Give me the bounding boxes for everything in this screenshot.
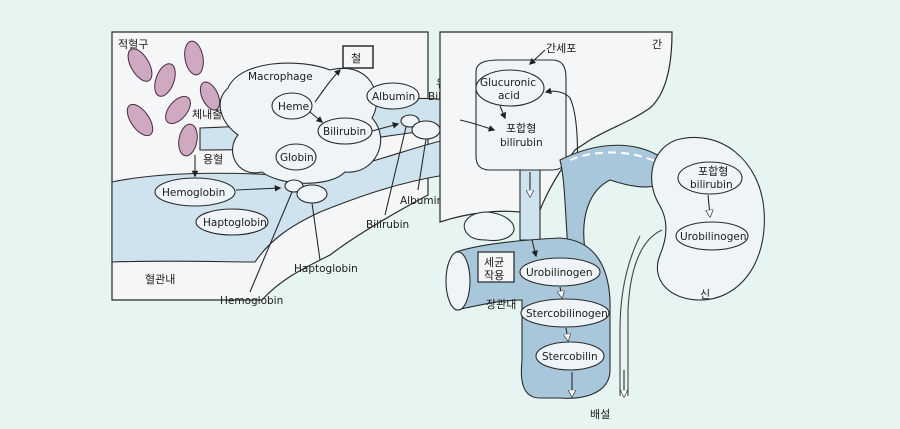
blood-vessel-label: 혈관내 — [145, 272, 175, 286]
glucuronic-label-1: Glucuronic — [480, 77, 536, 89]
hemoglobin-left-node — [154, 177, 236, 207]
heme-node — [271, 92, 313, 120]
kidney-conj-en-label: bilirubin — [690, 179, 733, 191]
haptoglobin-left-node — [195, 208, 269, 236]
bilirubin-flow-arrow — [371, 122, 400, 132]
macrophage-cell — [219, 62, 382, 184]
intestine-label: 장관내 — [486, 298, 516, 311]
heme-to-bilirubin-arrow — [309, 111, 324, 123]
glucuronic-to-conj-arrow — [499, 105, 507, 120]
bacteria-box — [477, 251, 515, 283]
albumin-complex-large — [411, 120, 441, 140]
leader-haptoglobin — [311, 202, 321, 261]
urobilinogen-intestine-label: Urobilinogen — [526, 267, 592, 279]
kidney-conj-kr-label: 포합형 — [698, 165, 728, 178]
kidney-conj-to-uro-arrow — [708, 194, 710, 216]
kidney-urobilinogen-label: Urobilinogen — [680, 231, 746, 243]
hepatocyte-pointer — [529, 49, 546, 65]
urobilinogen-intestine-node — [519, 257, 601, 287]
stercobilinogen-label: Stercobilinogen — [526, 308, 608, 320]
free-bilirubin-to-hepatocyte-arrow — [459, 119, 496, 132]
sterco-to-stercobilin-arrow — [566, 327, 568, 340]
globin-label: Globin — [280, 152, 314, 164]
haptoglobin-bottom-label: Haptoglobin — [294, 263, 358, 275]
heme-to-iron-arrow — [314, 69, 341, 103]
leader-albumin — [417, 138, 427, 191]
portal-circulation-band — [559, 144, 677, 251]
complex-small — [284, 179, 304, 193]
bile-to-intestine-arrow — [531, 239, 538, 258]
albumin-top-node — [366, 82, 420, 110]
bacteria-label-2: 작용 — [484, 269, 504, 282]
hemoglobin-to-complex-arrow — [235, 184, 282, 192]
hepatocyte-label: 간세포 — [546, 42, 576, 55]
albumin-top-label: Albumin — [372, 91, 415, 103]
gallbladder — [463, 211, 515, 242]
albumin-complex-small — [400, 114, 420, 128]
glucuronic-acid-node — [475, 69, 545, 107]
haptoglobin-left-label: Haptoglobin — [203, 217, 267, 229]
intestine-opening — [445, 251, 471, 311]
leader-hemoglobin — [249, 191, 293, 293]
iron-label: 철 — [351, 52, 361, 65]
kidney-urobilinogen-node — [675, 221, 749, 251]
kidney-label: 신 — [700, 288, 710, 301]
leader-bilirubin — [384, 126, 407, 216]
hemoglobin-bottom-label: Hemoglobin — [220, 295, 283, 307]
hemolysis-label: 용혈 — [203, 152, 223, 166]
globin-node — [275, 143, 317, 171]
kidney-conj-node — [677, 161, 743, 195]
bilirubin-macrophage-label: Bilirubin — [323, 126, 366, 138]
iron-box — [342, 45, 374, 69]
bacteria-label-1: 세균 — [484, 256, 504, 269]
bilirubin-mid-label: Bilirubin — [366, 219, 409, 231]
heme-label: Heme — [278, 101, 309, 113]
blood-stream — [111, 139, 446, 263]
stercobilin-label: Stercobilin — [542, 351, 598, 363]
hemoglobin-left-label: Hemoglobin — [162, 187, 225, 199]
excretion-label: 배설 — [590, 408, 610, 421]
ureter — [619, 229, 663, 396]
rbc-label: 적혈구 — [118, 37, 148, 51]
complex-large — [296, 184, 328, 204]
conjugated-kr-label: 포합형 — [506, 122, 536, 135]
liver-label: 간 — [652, 38, 662, 51]
glucuronic-label-2: acid — [498, 90, 520, 102]
uro-to-sterco-arrow — [560, 286, 562, 297]
conjugated-en-label: bilirubin — [500, 137, 543, 149]
macrophage-label: Macrophage — [248, 71, 313, 83]
albumin-mid-label: Albumin — [400, 195, 443, 207]
